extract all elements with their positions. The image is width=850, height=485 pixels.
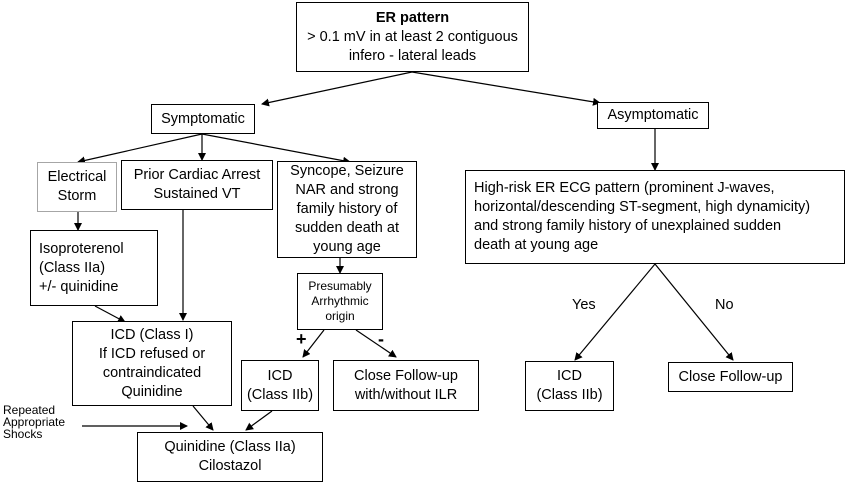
presumably-line: Presumably [308, 279, 372, 293]
syncope-line: family history of [296, 201, 398, 217]
close-followup-ilr-line: Close Follow-up [354, 367, 458, 384]
syncope-box: Syncope, Seizure NAR and strong family h… [277, 161, 417, 258]
repeated-shocks-line: Shocks [3, 427, 43, 441]
close-followup-ilr-box: Close Follow-up with/without ILR [333, 360, 479, 411]
arrow-symptomatic-to-storm [77, 133, 203, 165]
syncope-line: sudden death at [294, 220, 399, 236]
arrow-presumably-to-icd-plus [302, 329, 325, 358]
icd-class1-line: contraindicated [102, 364, 202, 381]
isoproterenol-box: Isoproterenol (Class IIa) +/- quinidine [30, 230, 158, 306]
arrow-presumably-to-followup-minus [355, 329, 397, 358]
close-followup-label: Close Follow-up [678, 368, 783, 385]
presumably-line: origin [325, 309, 355, 323]
arrow-highrisk-to-followup [654, 263, 734, 361]
symptomatic-label: Symptomatic [161, 110, 245, 127]
icd-iib-left-line: ICD [267, 367, 293, 384]
icd-iib-right-line: ICD [557, 368, 582, 384]
repeated-shocks-line: Repeated [3, 403, 56, 417]
arrow-er-to-asymptomatic [411, 71, 601, 106]
repeated-shocks-line: Appropriate [3, 415, 66, 429]
er-pattern-line: > 0.1 mV in at least 2 contiguous [307, 28, 518, 45]
asymptomatic-label: Asymptomatic [607, 107, 699, 123]
arrow-isoproterenol-to-icd1 [94, 305, 126, 323]
er-pattern-box: ER pattern > 0.1 mV in at least 2 contig… [296, 2, 529, 72]
arrow-highrisk-to-icd [574, 263, 656, 361]
quinidine-line: Cilostazol [198, 458, 262, 474]
syncope-line: young age [313, 239, 381, 255]
icd-class1-line: ICD (Class I) [110, 326, 194, 343]
arrow-icd1-to-quinidine [192, 405, 214, 431]
prior-arrest-line: Prior Cardiac Arrest [133, 167, 261, 183]
yes-label: Yes [572, 297, 596, 313]
repeated-shocks-label: Repeated Appropriate Shocks [3, 404, 65, 440]
electrical-storm-line: Electrical [47, 169, 107, 185]
quinidine-line: Quinidine (Class IIa) [164, 439, 296, 455]
high-risk-line: and strong family history of unexplained… [474, 218, 782, 234]
isoproterenol-line: Isoproterenol [39, 240, 124, 257]
icd-class1-box: ICD (Class I) If ICD refused or contrain… [72, 321, 232, 406]
high-risk-box: High-risk ER ECG pattern (prominent J-wa… [465, 170, 845, 264]
arrow-icd-iib-to-quinidine [245, 410, 273, 431]
symptomatic-box: Symptomatic [151, 104, 255, 134]
icd-iib-left-box: ICD (Class IIb) [241, 360, 319, 411]
syncope-line: Syncope, Seizure [290, 163, 404, 179]
asymptomatic-box: Asymptomatic [597, 102, 709, 129]
electrical-storm-box: Electrical Storm [37, 162, 117, 212]
close-followup-box: Close Follow-up [668, 362, 793, 392]
icd-iib-right-box: ICD (Class IIb) [525, 361, 614, 411]
icd-iib-right-line: (Class IIb) [536, 387, 603, 403]
high-risk-line: High-risk ER ECG pattern (prominent J-wa… [474, 180, 775, 196]
no-label: No [715, 297, 734, 313]
high-risk-line: horizontal/descending ST-segment, high d… [474, 199, 811, 215]
plus-label: + [296, 329, 307, 349]
minus-label: - [378, 329, 384, 349]
high-risk-line: death at young age [474, 237, 599, 253]
isoproterenol-line: +/- quinidine [39, 278, 119, 295]
prior-arrest-box: Prior Cardiac Arrest Sustained VT [121, 160, 273, 210]
arrow-symptomatic-to-syncope [201, 133, 351, 165]
quinidine-box: Quinidine (Class IIa) Cilostazol [137, 432, 323, 482]
icd-iib-left-line: (Class IIb) [246, 386, 314, 403]
close-followup-ilr-line: with/without ILR [354, 386, 458, 403]
syncope-line: NAR and strong [295, 182, 399, 198]
prior-arrest-line: Sustained VT [153, 186, 241, 202]
icd-class1-line: If ICD refused or [98, 345, 206, 362]
presumably-line: Arrhythmic [311, 294, 369, 308]
arrow-er-to-symptomatic [261, 71, 413, 107]
er-pattern-title: ER pattern [375, 9, 450, 26]
isoproterenol-line: (Class IIa) [39, 259, 106, 276]
electrical-storm-line: Storm [57, 188, 97, 204]
icd-class1-line: Quinidine [121, 383, 183, 400]
presumably-box: Presumably Arrhythmic origin [297, 273, 383, 330]
er-pattern-line: infero - lateral leads [348, 47, 477, 64]
